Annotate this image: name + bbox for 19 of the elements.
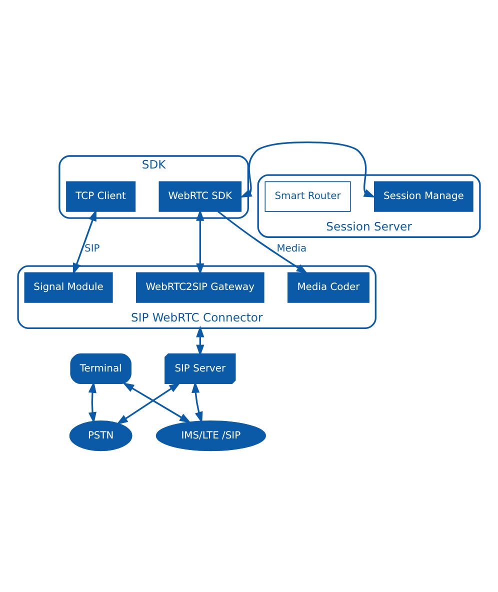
node-box: WebRTC SDK — [158, 180, 242, 212]
edge-label: Media — [276, 243, 307, 254]
arrow — [122, 382, 192, 423]
arrow — [218, 210, 308, 274]
node-box: WebRTC2SIP Gateway — [136, 272, 264, 302]
edge-label: SIP — [84, 243, 100, 254]
node-ellipse: IMS/LTE /SIP — [156, 420, 266, 451]
node-box: TCP Client — [66, 180, 136, 212]
arrow — [196, 325, 204, 356]
arrow — [240, 141, 376, 198]
arrow — [72, 208, 96, 274]
node-box: Session Manage — [374, 180, 474, 212]
node-box: Signal Module — [24, 272, 113, 302]
node-box: Media Coder — [287, 272, 370, 302]
node-ellipse: PSTN — [69, 420, 132, 451]
node-box: Smart Router — [264, 180, 351, 212]
arrow — [116, 382, 181, 424]
node-box: Terminal — [70, 352, 132, 384]
arrow — [196, 208, 204, 274]
